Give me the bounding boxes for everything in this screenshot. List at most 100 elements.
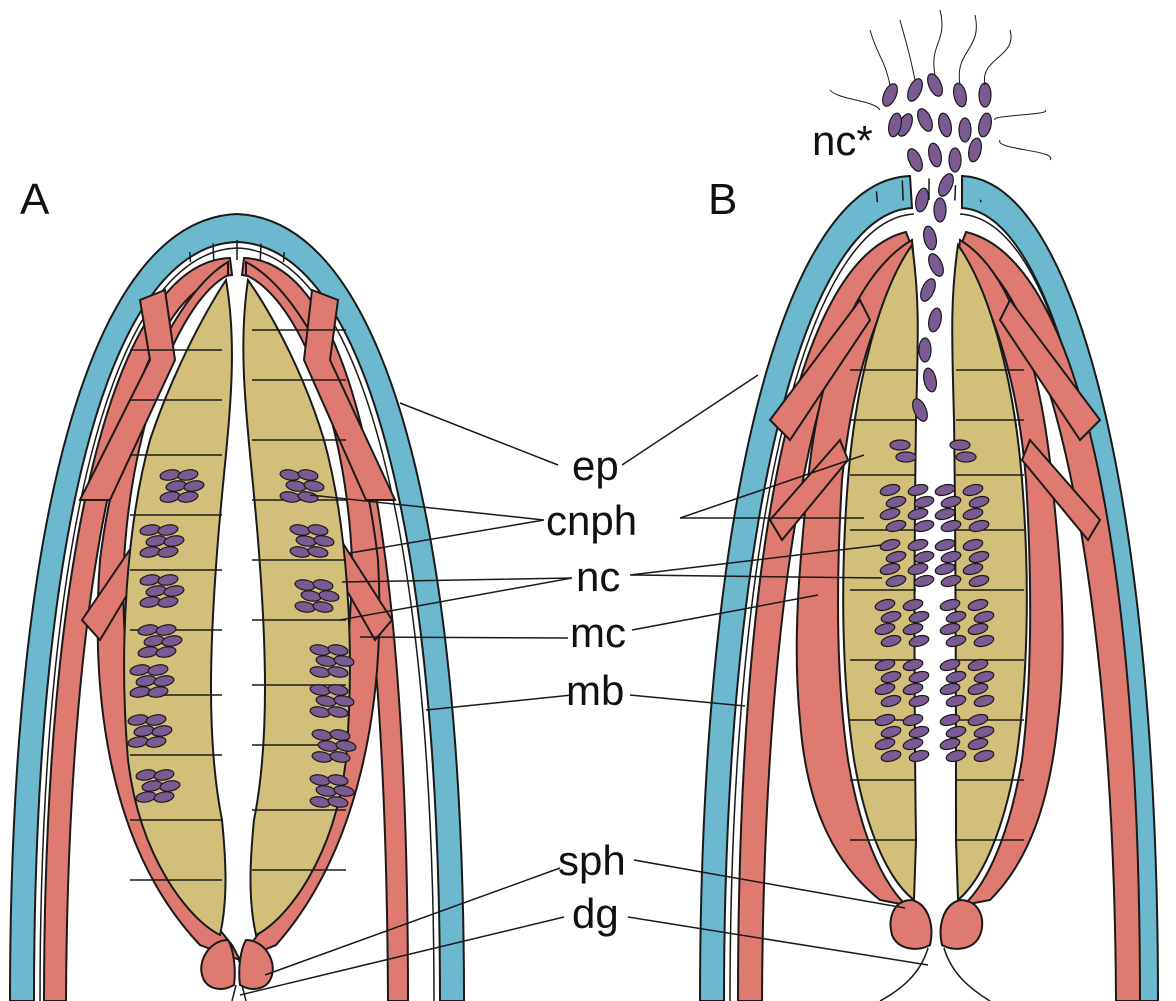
nematocyst (934, 562, 956, 577)
nematocyst (913, 550, 935, 565)
nematocyst (905, 77, 926, 104)
nematocyst (979, 83, 991, 107)
epithelium-cell-wall (631, 390, 675, 431)
nematocyst (949, 148, 961, 172)
epithelium-cell-wall (447, 349, 491, 390)
nematocyst-thread (959, 15, 976, 85)
nematocyst (896, 452, 916, 462)
nematocyst (956, 452, 976, 462)
epithelium-cell-wall (580, 337, 618, 383)
nematocyst (919, 338, 931, 362)
epithelium-cell-wall (0, 255, 11, 310)
epithelium-cell-wall (419, 235, 439, 291)
epithelium-cell-wall (59, 227, 77, 284)
epithelium-cell-wall (676, 450, 725, 485)
nematocyst (934, 538, 956, 553)
epithelium-cell-wall (788, 155, 801, 214)
nematocyst-thread (934, 10, 942, 75)
label-ep: ep (572, 445, 619, 487)
nematocyst (913, 495, 935, 510)
nematocyst (934, 507, 956, 522)
nematocyst (914, 187, 931, 213)
epithelium-cell-wall (428, 370, 474, 409)
epithelium-cell-wall (1057, 155, 1070, 214)
epithelium-cell-wall (1132, 179, 1152, 235)
epithelium-cell-wall (375, 220, 390, 278)
epithelium-cell-wall (34, 235, 54, 291)
nematocyst (934, 483, 956, 498)
epithelium-cell-wall (1107, 170, 1125, 227)
nematocyst (918, 277, 939, 304)
epithelium-cell-wall (555, 256, 589, 305)
epithelium-cell-wall (615, 372, 657, 415)
duct-b (880, 948, 990, 1001)
sphincter-a (201, 940, 273, 989)
nematocyst (950, 440, 970, 450)
epithelium-cell-wall (397, 227, 415, 284)
nematocyst (913, 574, 935, 589)
nematocyst (905, 147, 926, 174)
epithelium-cell-wall (134, 209, 144, 268)
epithelium-cell-wall (543, 306, 577, 355)
epithelium-cell-wall (1156, 189, 1176, 245)
label-mb: mb (566, 670, 624, 712)
epithelium-cell-wall (524, 292, 556, 343)
nematocyst (927, 307, 944, 333)
nematocyst-thread (830, 90, 880, 110)
epithelium-cell-wall (463, 255, 488, 310)
epithelium-cell-wall (84, 220, 99, 278)
label-cnph: cnph (546, 500, 637, 542)
epithelium-cell-wall (410, 392, 457, 429)
epithelium-cell-wall (441, 245, 464, 301)
nematocyst-thread (984, 30, 1011, 85)
nematocyst (915, 107, 936, 134)
nematocyst (913, 519, 935, 534)
label-nc-star: nc* (812, 120, 873, 162)
epithelium-cell-wall (679, 189, 702, 245)
nematocyst (925, 72, 946, 99)
epithelium-cell-wall (330, 209, 340, 268)
epithelium-cell-wall (488, 309, 528, 354)
nematocyst (967, 137, 984, 163)
panel-label-a: A (20, 178, 49, 222)
nematocyst-thread (900, 20, 915, 80)
label-sph: sph (558, 840, 626, 882)
nematocyst-thread (1000, 140, 1051, 160)
nematocysts-b (874, 440, 995, 763)
epithelium-cell-wall (10, 245, 33, 301)
epithelium-cell-wall (352, 214, 365, 273)
nematocyst-thread (870, 30, 890, 85)
nematocyst (936, 172, 957, 199)
label-nc: nc (576, 556, 620, 598)
nematocyst (934, 198, 946, 222)
epithelium-cell-wall (647, 409, 693, 448)
panel-label-b: B (708, 178, 737, 222)
nematocyst-thread (995, 110, 1046, 120)
nematocyst (977, 112, 994, 138)
epithelium-cell-wall (689, 471, 739, 504)
nematocyst (927, 142, 944, 168)
nematocyst (880, 82, 901, 109)
nematocyst (890, 440, 910, 450)
epithelium-cell-wall (578, 241, 610, 292)
epithelium-cell-wall (532, 273, 568, 321)
nematocyst (952, 82, 969, 108)
epithelium-cell-wall (467, 329, 509, 372)
epithelium-cell-wall (653, 200, 678, 255)
epithelium-cell-wall (483, 266, 510, 319)
epithelium-cell-wall (760, 162, 775, 220)
label-mc: mc (570, 612, 626, 654)
epithelium-cell-wall (603, 226, 633, 278)
nematocyst (922, 367, 939, 393)
nematocyst (922, 225, 939, 251)
epithelium-cell-wall (509, 291, 547, 337)
epithelium-cell-wall (1032, 150, 1042, 209)
nematocyst (926, 252, 947, 279)
epithelium-cell-wall (1082, 162, 1097, 220)
epithelium-cell-wall (598, 354, 638, 399)
nematocyst (959, 118, 971, 142)
epithelium-cell-wall (628, 213, 655, 266)
epithelium-cell-wall (504, 278, 534, 330)
label-dg: dg (572, 893, 619, 935)
nematocyst (937, 112, 954, 138)
